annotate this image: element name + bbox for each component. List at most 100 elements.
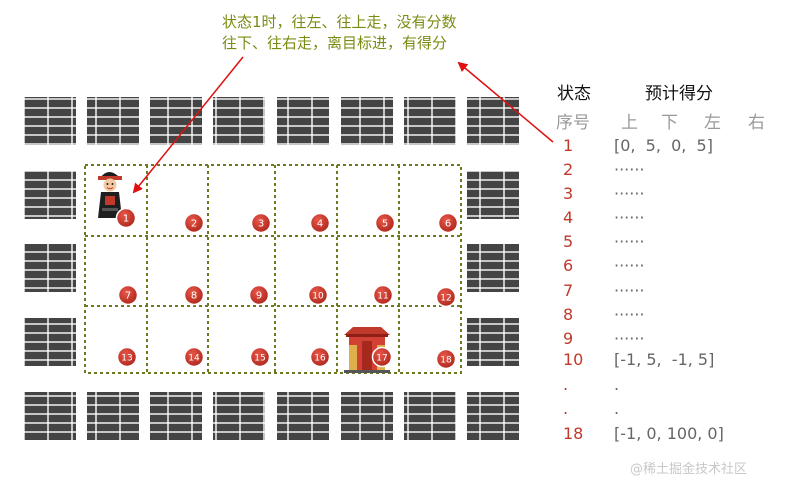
header-score: 预计得分 bbox=[645, 84, 713, 104]
state-badge-label: 5 bbox=[382, 219, 388, 230]
table-row-index: 10 bbox=[563, 350, 584, 369]
table-row-index: 9 bbox=[563, 329, 574, 348]
state-badge-label: 8 bbox=[191, 291, 197, 302]
table-row-value: ······ bbox=[614, 184, 645, 203]
state-badge: 9 bbox=[248, 284, 270, 306]
state-badge: 13 bbox=[116, 346, 138, 368]
brick-wall-block bbox=[150, 97, 202, 145]
brick-wall-block bbox=[87, 392, 139, 440]
state-badge-label: 12 bbox=[440, 294, 451, 304]
state-badge-label: 2 bbox=[191, 219, 197, 230]
brick-walls bbox=[24, 97, 519, 440]
arrow-to-player bbox=[132, 56, 244, 194]
table-row-value: ······ bbox=[614, 208, 645, 227]
col-down: 下 bbox=[661, 113, 678, 133]
header-state: 状态 bbox=[557, 84, 591, 104]
state-badge: 4 bbox=[309, 212, 331, 234]
table-row-value: ······ bbox=[614, 232, 645, 251]
brick-wall-block bbox=[404, 392, 456, 440]
col-index: 序号 bbox=[556, 113, 590, 133]
state-badge: 12 bbox=[435, 286, 457, 308]
table-row-index: 2 bbox=[563, 160, 574, 179]
state-badge-label: 11 bbox=[377, 292, 388, 302]
table-row-index: 4 bbox=[563, 208, 574, 227]
brick-wall-block bbox=[150, 392, 202, 440]
brick-wall-block bbox=[24, 97, 76, 145]
col-up: 上 bbox=[621, 113, 638, 133]
table-row-index: 8 bbox=[563, 305, 574, 324]
state-badge-label: 18 bbox=[440, 356, 452, 366]
state-badge-label: 10 bbox=[312, 292, 324, 302]
brick-wall-block bbox=[467, 97, 519, 145]
table-row-index: 18 bbox=[563, 424, 584, 443]
state-badge-label: 4 bbox=[317, 219, 323, 230]
brick-wall-block bbox=[24, 318, 76, 366]
state-badge-label: 16 bbox=[314, 354, 326, 364]
table-row-value: ······ bbox=[614, 329, 645, 348]
brick-wall-block bbox=[341, 97, 393, 145]
state-badge: 10 bbox=[307, 284, 329, 306]
state-badge-label: 7 bbox=[125, 291, 131, 302]
state-badge-label: 14 bbox=[188, 354, 200, 364]
brick-wall-block bbox=[467, 171, 519, 219]
brick-wall-block bbox=[404, 97, 456, 145]
col-right: 右 bbox=[748, 113, 765, 133]
state-badge: 2 bbox=[183, 212, 205, 234]
table-row-value: ······ bbox=[614, 305, 645, 324]
arrow-from-table bbox=[457, 61, 554, 143]
note-line-2: 往下、往右走，离目标进，有得分 bbox=[222, 34, 448, 52]
table-row-value: [-1, 5, -1, 5] bbox=[614, 350, 715, 369]
state-badge: 16 bbox=[309, 346, 331, 368]
state-badge: 7 bbox=[117, 284, 139, 306]
brick-wall-block bbox=[87, 97, 139, 145]
state-badge: 15 bbox=[249, 346, 271, 368]
table-row-index: 6 bbox=[563, 256, 574, 275]
state-badge-label: 1 bbox=[123, 214, 129, 225]
state-badge-label: 3 bbox=[258, 219, 264, 230]
state-badge-label: 13 bbox=[121, 354, 132, 364]
state-badge-label: 17 bbox=[376, 354, 387, 364]
annotation-note: 状态1时，往左、往上走，没有分数 往下、往右走，离目标进，有得分 bbox=[222, 12, 522, 54]
state-badge: 8 bbox=[183, 284, 205, 306]
note-line-1: 状态1时，往左、往上走，没有分数 bbox=[222, 13, 457, 31]
table-row-index: 1 bbox=[563, 136, 574, 155]
table-row-value: . bbox=[614, 375, 620, 394]
table-row-value: ······ bbox=[614, 160, 645, 179]
table-row-value: . bbox=[614, 399, 620, 418]
player-character-icon bbox=[98, 172, 122, 218]
brick-wall-block bbox=[341, 392, 393, 440]
state-badge: 11 bbox=[372, 284, 394, 306]
state-badge: 17 bbox=[371, 346, 393, 368]
state-badge: 14 bbox=[183, 346, 205, 368]
brick-wall-block bbox=[213, 392, 265, 440]
brick-wall-block bbox=[277, 97, 329, 145]
col-left: 左 bbox=[704, 113, 721, 133]
brick-wall-block bbox=[277, 392, 329, 440]
brick-wall-block bbox=[24, 392, 76, 440]
table-row-value: ······ bbox=[614, 256, 645, 275]
brick-wall-block bbox=[24, 171, 76, 219]
table-row-value: ······ bbox=[614, 281, 645, 300]
state-badge-label: 6 bbox=[445, 219, 451, 230]
table-row-index: 7 bbox=[563, 281, 574, 300]
brick-wall-block bbox=[467, 318, 519, 366]
watermark: @稀土掘金技术社区 bbox=[630, 462, 748, 477]
state-badge-label: 9 bbox=[256, 291, 262, 302]
table-row-index: . bbox=[563, 399, 569, 418]
brick-wall-block bbox=[213, 97, 265, 145]
table-row-value: [0, 5, 0, 5] bbox=[614, 136, 713, 155]
brick-wall-block bbox=[24, 244, 76, 292]
table-row-index: . bbox=[563, 375, 569, 394]
table-row-index: 5 bbox=[563, 232, 574, 251]
state-badge: 18 bbox=[435, 348, 457, 370]
table-row-index: 3 bbox=[563, 184, 574, 203]
state-badge-label: 15 bbox=[254, 354, 265, 364]
brick-wall-block bbox=[467, 392, 519, 440]
brick-wall-block bbox=[467, 244, 519, 292]
state-badge: 6 bbox=[437, 212, 459, 234]
grid-lines bbox=[84, 164, 462, 374]
state-badge: 3 bbox=[250, 212, 272, 234]
state-badge: 5 bbox=[374, 212, 396, 234]
